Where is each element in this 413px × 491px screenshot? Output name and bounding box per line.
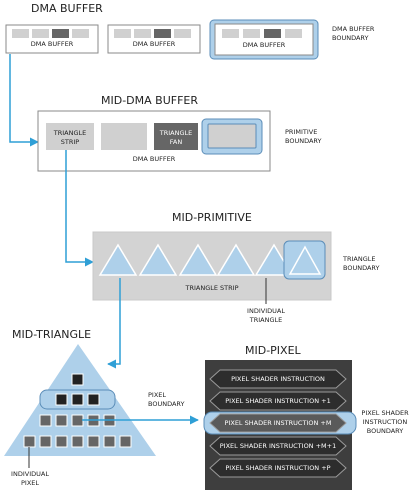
mid-triangle-pyramid: [4, 344, 156, 456]
individual-pixel-label-2: PIXEL: [20, 479, 40, 487]
dma-buffer-boundary-label-2: BOUNDARY: [332, 34, 369, 42]
triangle-strip-label-2: STRIP: [60, 138, 80, 146]
pixel-boundary-label-1: PIXEL: [148, 391, 167, 399]
shader-instruction-4: PIXEL SHADER INSTRUCTION +M+1: [219, 442, 337, 450]
dma-buffer-boundary-label-1: DMA BUFFER: [332, 25, 375, 33]
dma-buffer-1-label: DMA BUFFER: [30, 40, 74, 48]
pixel-boundary-label-2: BOUNDARY: [148, 400, 185, 408]
dma-buffer-1: [5, 24, 99, 54]
mid-triangle-heading: MID-TRIANGLE: [12, 328, 92, 341]
dma-buffer-3-label: DMA BUFFER: [242, 41, 286, 49]
dma-buffer-heading: DMA BUFFER: [31, 2, 103, 15]
triangle-strip-caption: TRIANGLE STRIP: [185, 284, 239, 292]
mid-pixel-panel: [203, 360, 357, 490]
shader-instruction-5: PIXEL SHADER INSTRUCTION +P: [225, 464, 331, 472]
shader-boundary-label-2: INSTRUCTION: [362, 418, 408, 426]
triangle-fan-label-1: TRIANGLE: [159, 129, 193, 137]
dma-buffer-2-label: DMA BUFFER: [132, 40, 176, 48]
individual-pixel-label-1: INDIVIDUAL: [11, 470, 49, 478]
triangle-fan-label-2: FAN: [169, 138, 183, 146]
primitive-boundary-label-2: BOUNDARY: [285, 137, 322, 145]
triangle-boundary-label-2: BOUNDARY: [343, 264, 380, 272]
primitive-boundary-label-1: PRIMITIVE: [285, 128, 318, 136]
mid-primitive-heading: MID-PRIMITIVE: [172, 211, 252, 224]
dma-buffer-boundary-highlight: [209, 19, 319, 60]
arrow-dma-to-mid-dma: [9, 54, 39, 147]
shader-instruction-2: PIXEL SHADER INSTRUCTION +1: [225, 397, 331, 405]
arrow-mid-primitive-to-mid-triangle: [107, 278, 121, 369]
individual-triangle-label-1: INDIVIDUAL: [247, 307, 285, 315]
shader-boundary-label-1: PIXEL SHADER: [361, 409, 409, 417]
triangle-boundary-label-1: TRIANGLE: [343, 255, 376, 263]
triangle-strip-label-1: TRIANGLE: [53, 129, 87, 137]
mid-pixel-heading: MID-PIXEL: [245, 344, 301, 357]
mid-primitive-panel: [92, 231, 332, 301]
mid-dma-buffer-label: DMA BUFFER: [132, 155, 176, 163]
arrow-mid-dma-to-mid-primitive: [65, 150, 94, 267]
shader-instruction-3: PIXEL SHADER INSTRUCTION +M: [224, 419, 332, 427]
dma-buffer-2: [107, 24, 201, 54]
individual-triangle-label-2: TRIANGLE: [249, 316, 283, 324]
shader-instruction-1: PIXEL SHADER INSTRUCTION: [231, 375, 325, 383]
mid-dma-buffer-panel: [37, 110, 271, 172]
shader-boundary-label-3: BOUNDARY: [366, 427, 404, 435]
mid-dma-buffer-heading: MID-DMA BUFFER: [101, 94, 199, 107]
